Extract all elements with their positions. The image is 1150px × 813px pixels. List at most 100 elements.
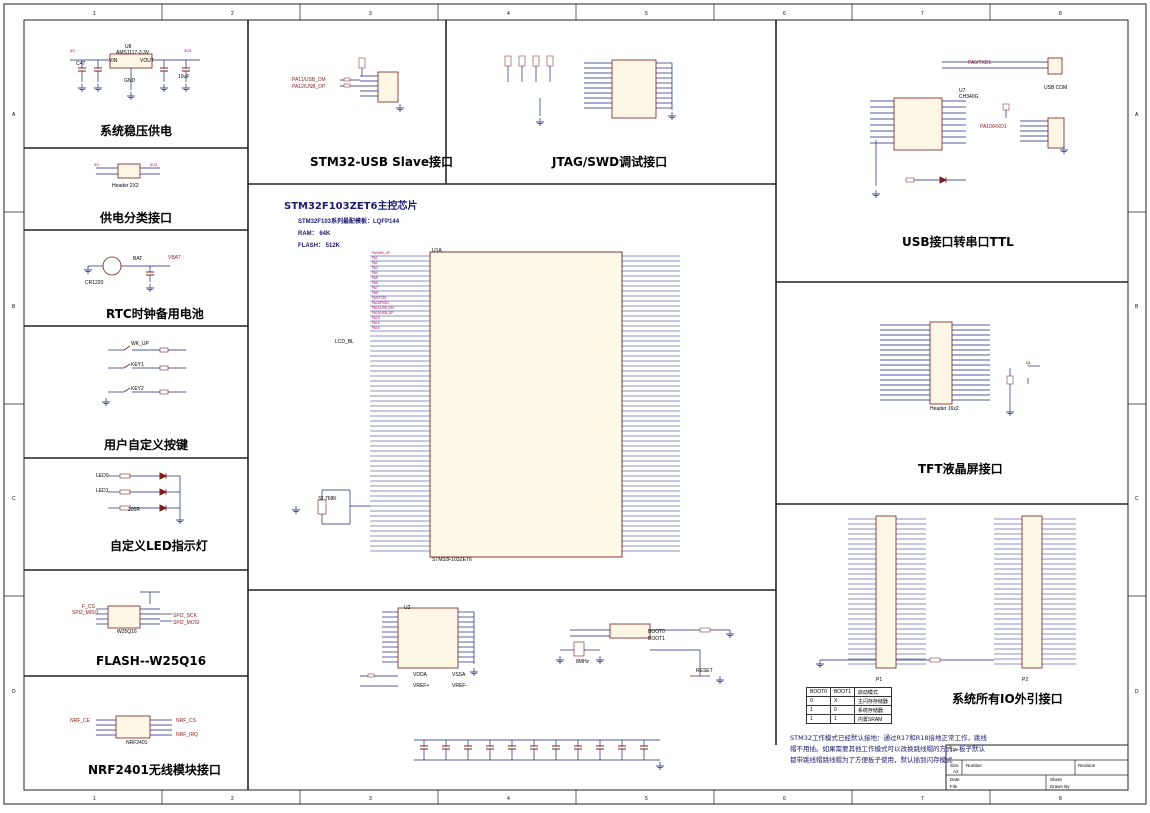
mcu-net-label: PA0/WK_UP	[372, 251, 390, 255]
title-rtc-battery: RTC时钟备用电池	[106, 307, 204, 321]
mcu-net-label: PA11/USB_DM	[372, 306, 394, 310]
boot-table-cell: 1	[829, 714, 855, 724]
crystal-symbol	[317, 499, 327, 515]
tb-size-val: A2	[953, 769, 959, 774]
grid-col-label: 5	[645, 11, 648, 17]
vbat-label: VBAT	[168, 255, 181, 261]
power-u2-label: U2	[404, 605, 411, 611]
mcu-net-label: PA6	[372, 281, 378, 285]
net-label: 5V	[94, 162, 99, 167]
net-label: 3V3	[150, 162, 158, 167]
grid-col-label: 7	[921, 11, 924, 17]
boot-note: STM32工作模式已经默认接地：通过R17和R18接地正常工作，跳线帽不用插。如…	[790, 734, 988, 764]
key-switch	[123, 345, 131, 351]
tb-file: File	[950, 784, 958, 789]
tft-header-body	[929, 321, 953, 405]
cr1220-label: CR1220	[85, 280, 104, 286]
xtal8-label: 8MHz	[576, 659, 590, 665]
header-2x2-body	[117, 163, 141, 179]
key-wkup-label: WK_UP	[131, 341, 149, 347]
grid-row-label: A	[1135, 112, 1139, 118]
usb-com-header	[1047, 57, 1063, 75]
boot-table-cell: BOOT0	[806, 687, 831, 697]
grid-row-label: D	[1135, 689, 1139, 695]
resistor-body	[699, 627, 711, 633]
title-nrf: NRF2401无线模块接口	[88, 763, 221, 777]
bat-label: BAT	[133, 256, 143, 262]
f-cs-label: F_CS	[82, 604, 95, 610]
header-2x2-label: Header 2X2	[112, 183, 139, 189]
resistor-body	[532, 55, 540, 67]
boot-table-cell: 1	[806, 705, 831, 715]
battery-symbol	[102, 256, 122, 276]
c47-label: C47	[76, 61, 86, 67]
boot-header-body	[609, 623, 651, 639]
grid-col-label: 4	[507, 11, 510, 17]
boot0-label: BOOT0	[648, 629, 665, 635]
grid-col-label: 5	[645, 796, 648, 802]
tb-sheet: Sheet	[1050, 777, 1062, 782]
ch340-body	[893, 97, 943, 151]
grid-col-label: 1	[93, 11, 96, 17]
io-header-p1-body	[875, 515, 897, 669]
spi2-sck-label: SPI2_SCK	[173, 613, 197, 619]
resistor-body	[518, 55, 526, 67]
grid-row-label: B	[1135, 304, 1139, 310]
grid-row-label: B	[12, 304, 16, 310]
title-flash: FLASH--W25Q16	[96, 654, 207, 668]
resistor-body	[367, 673, 375, 678]
vssa-label: VSSA	[452, 672, 466, 678]
u8-vin: VIN	[109, 58, 118, 64]
resistor-body	[1002, 103, 1010, 111]
lcd-bl-label: LCD_BL	[335, 339, 354, 345]
spi2-mosi-label: SPI2_MOSI	[173, 620, 200, 626]
xtal32-label: 32.768K	[318, 496, 337, 502]
power-pins-body	[397, 607, 459, 669]
mcu-part: STM32F103ZET6	[432, 557, 472, 563]
mcu-net-label: PA2	[372, 261, 378, 265]
tb-size: Size	[950, 763, 959, 768]
title-usb-ttl: USB接口转串口TTL	[902, 235, 1014, 249]
boot-table-cell: 系统存储器	[853, 705, 892, 715]
resistor-body	[119, 489, 131, 495]
title-usb-slave: STM32-USB Slave接口	[310, 155, 453, 169]
u8-ref: U8	[125, 44, 132, 50]
tb-drawn: Drawn By	[1050, 784, 1070, 789]
w25q16-label: W25Q16	[117, 629, 137, 635]
led-symbol	[159, 504, 168, 512]
mcu-net-label: PA13	[372, 316, 380, 320]
resistor-body	[343, 83, 351, 88]
mcu-net-label: PA9/TXD1	[372, 296, 387, 300]
flash-chip-body	[107, 605, 141, 629]
grid-col-label: 8	[1059, 796, 1062, 802]
mcu-net-label: PA5	[372, 276, 378, 280]
grid-col-label: 1	[93, 796, 96, 802]
title-user-keys: 用户自定义按键	[104, 438, 189, 452]
mcu-net-label: PA3	[372, 266, 378, 270]
mcu-ref: U1A	[432, 248, 442, 254]
vrefp-label: VREF+	[413, 683, 430, 689]
boot-table-cell: X	[829, 696, 855, 706]
mcu-net-label: PA15	[372, 326, 380, 330]
net-label: 3V3	[184, 48, 192, 53]
led-symbol	[159, 488, 168, 496]
nrf-cs-label: NRF_CS	[176, 718, 197, 724]
tb-date: Date	[950, 777, 960, 782]
boot-table-cell: BOOT1	[829, 687, 855, 697]
io-header-p2-body	[1021, 515, 1043, 669]
grid-col-label: 7	[921, 796, 924, 802]
boot-table-cell: 0	[829, 705, 855, 715]
nrf2401-label: NRF2401	[126, 740, 148, 746]
u8-gnd: GND	[124, 78, 136, 84]
crystal-symbol	[573, 641, 585, 657]
jtag-connector-body	[611, 59, 657, 119]
resistor-body	[929, 657, 941, 663]
nrf-ce-label: NRF_CE	[70, 718, 91, 724]
tb-revision: Revision	[1078, 763, 1096, 768]
